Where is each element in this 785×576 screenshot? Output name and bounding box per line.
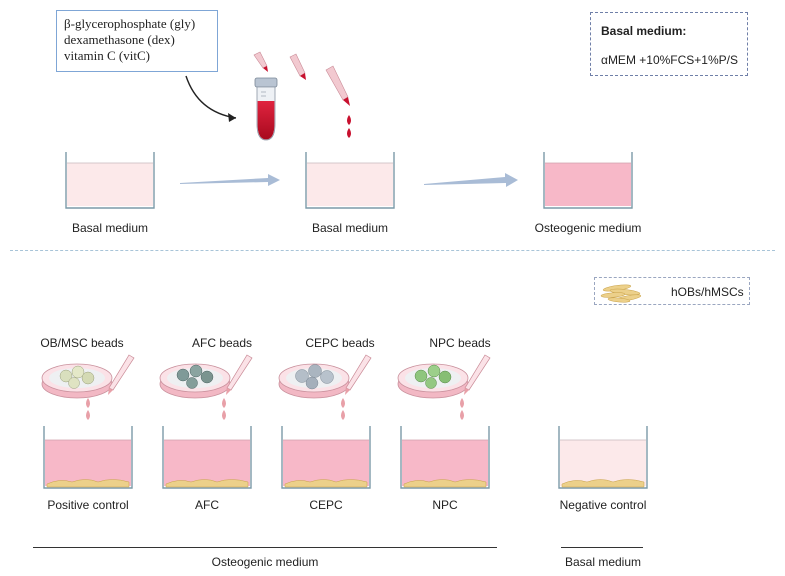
osteogenic-group-line [33, 547, 497, 548]
cells-legend-icon [600, 284, 642, 303]
ob-msc-beads-dish [41, 363, 113, 399]
flow-arrow-icon [424, 173, 518, 187]
top-label-osteogenic-medium: Osteogenic medium [534, 221, 642, 235]
basal-medium-container-1 [65, 152, 155, 209]
group-label-osteogenic-medium: Osteogenic medium [211, 555, 319, 569]
drop-icons [86, 398, 464, 420]
supplement-gly: β-glycerophosphate (gly) [64, 16, 196, 31]
cells-legend-label: hOBs/hMSCs [671, 285, 744, 299]
top-label-basal-medium-1: Basal medium [71, 221, 149, 235]
well-label-negative-control: Negative control [559, 498, 647, 512]
cepc-beads-dish [278, 363, 350, 399]
supplement-vitc: vitamin C (vitC) [64, 48, 150, 63]
well-label-afc: AFC [195, 498, 219, 512]
pipette-icon [226, 354, 253, 395]
cells-legend: hOBs/hMSCs [594, 277, 750, 305]
pipette-icon [108, 354, 135, 395]
well-label-cepc: CEPC [309, 498, 343, 512]
afc-beads-dish [159, 363, 231, 399]
small-pipette-icon [253, 51, 268, 72]
bead-label-afc: AFC beads [191, 336, 253, 350]
top-label-basal-medium-2: Basal medium [311, 221, 389, 235]
basal-medium-container-2 [305, 152, 395, 209]
bead-label-ob-msc: OB/MSC beads [40, 336, 124, 350]
npc-beads-dish [397, 363, 469, 399]
basal-medium-colon: : [682, 24, 687, 38]
positive-control-well [43, 426, 133, 489]
basal-medium-box: Basal medium: αMEM +10%FCS+1%P/S [590, 12, 748, 76]
flow-arrow-icon [180, 174, 280, 186]
curved-arrow-icon [185, 75, 237, 122]
osteogenic-medium-container [543, 152, 633, 209]
bead-label-npc: NPC beads [429, 336, 491, 350]
falcon-tube-icon [254, 77, 278, 141]
supplement-dex: dexamethasone (dex) [64, 32, 175, 47]
npc-well [400, 426, 490, 489]
pipette-icon [289, 53, 306, 80]
supplements-box: β-glycerophosphate (gly) dexamethasone (… [56, 10, 218, 72]
bead-label-cepc: CEPC beads [305, 336, 375, 350]
basal-medium-formula: αMEM +10%FCS+1%P/S [601, 53, 738, 67]
basal-group-line [561, 547, 643, 548]
well-label-npc: NPC [432, 498, 458, 512]
section-divider [10, 250, 775, 251]
afc-well [162, 426, 252, 489]
pipette-icon [345, 354, 372, 395]
group-label-basal-medium: Basal medium [564, 555, 642, 569]
cepc-well [281, 426, 371, 489]
well-label-positive-control: Positive control [47, 498, 129, 512]
basal-medium-title: Basal medium [601, 24, 683, 38]
dropping-pipette-icon [325, 65, 351, 138]
pipette-icon [464, 354, 491, 395]
negative-control-well [558, 426, 648, 489]
